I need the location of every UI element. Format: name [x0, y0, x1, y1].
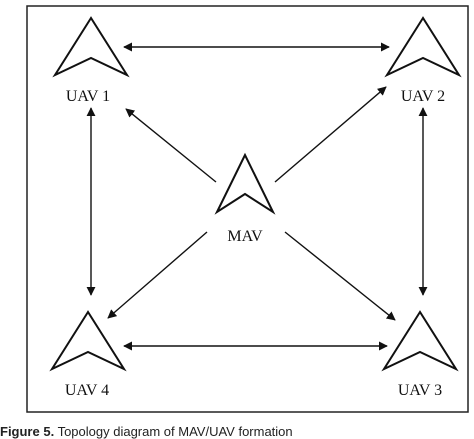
uav3-label: UAV 3 [398, 382, 442, 399]
uav2-aircraft-icon [384, 16, 462, 78]
uav3-aircraft-icon [381, 310, 459, 372]
node-uav4: UAV 4 [49, 310, 127, 399]
uav1-aircraft-icon [52, 16, 130, 78]
node-uav1: UAV 1 [52, 16, 130, 105]
figure-caption: Figure 5. Topology diagram of MAV/UAV fo… [0, 424, 474, 439]
mav-aircraft-icon [214, 152, 276, 215]
node-uav2: UAV 2 [384, 16, 462, 105]
uav4-label: UAV 4 [65, 382, 109, 399]
node-mav: MAV [214, 152, 276, 245]
edge-mav-uav3-arrow [284, 231, 396, 321]
figure-caption-text: Topology diagram of MAV/UAV formation [57, 424, 293, 439]
edge-mav-uav4-arrow [107, 231, 208, 319]
diagram-frame [26, 5, 469, 413]
uav4-aircraft-icon [49, 310, 127, 372]
edges-layer [86, 42, 428, 351]
edge-mav-uav1-arrow [125, 108, 217, 183]
uav1-label: UAV 1 [66, 88, 110, 105]
uav2-label: UAV 2 [401, 88, 445, 105]
mav-label: MAV [227, 228, 263, 245]
edge-mav-uav2-arrow [274, 86, 387, 183]
figure-caption-label: Figure 5. [0, 424, 55, 439]
node-uav3: UAV 3 [381, 310, 459, 399]
